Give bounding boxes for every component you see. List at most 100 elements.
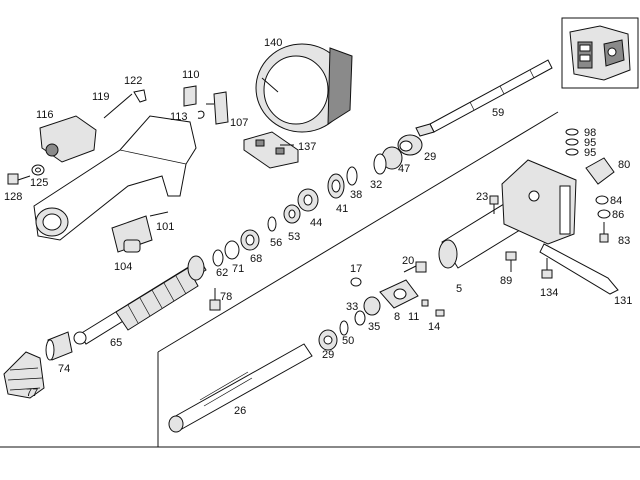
label-26: 26 [234, 405, 246, 417]
part-122-spring-clip [133, 89, 147, 103]
part-95b-washer [565, 148, 579, 156]
label-101: 101 [156, 221, 174, 233]
part-89-bolt [505, 251, 517, 272]
part-80-bracket-piece [585, 157, 615, 185]
label-65: 65 [110, 337, 122, 349]
label-86: 86 [612, 209, 624, 221]
part-35-sleeve [363, 296, 381, 316]
label-47: 47 [398, 163, 410, 175]
label-68: 68 [250, 253, 262, 265]
part-95a-washer [565, 138, 579, 146]
label-74: 74 [58, 363, 70, 375]
label-137: 137 [298, 141, 316, 153]
label-20: 20 [402, 255, 414, 267]
part-17-nut [350, 277, 362, 287]
label-44: 44 [310, 217, 322, 229]
part-110-key-cylinder [183, 85, 197, 107]
label-80: 80 [618, 159, 630, 171]
part-41-washer [327, 173, 345, 199]
label-29b: 29 [322, 349, 334, 361]
label-107: 107 [230, 117, 248, 129]
label-113: 113 [170, 111, 188, 123]
label-35: 35 [368, 321, 380, 333]
part-47-bushing [397, 134, 423, 156]
mounting-bracket [501, 159, 577, 245]
part-107-connector [206, 91, 229, 125]
part-38-spring [346, 166, 358, 186]
label-89: 89 [500, 275, 512, 287]
label-116: 116 [36, 109, 54, 121]
part-113-clip [197, 110, 205, 119]
part-20-bolt [403, 261, 427, 273]
label-33: 33 [346, 301, 358, 313]
label-122: 122 [124, 75, 142, 87]
part-14-screw [435, 309, 445, 317]
label-8: 8 [394, 311, 400, 323]
label-41: 41 [336, 203, 348, 215]
part-33-washer [354, 310, 366, 326]
label-17: 17 [350, 263, 362, 275]
label-77: 77 [26, 387, 38, 399]
label-140: 140 [264, 37, 282, 49]
part-77-boot [3, 351, 45, 399]
label-71: 71 [232, 263, 244, 275]
part-140-lock-housing [255, 43, 353, 133]
label-14: 14 [428, 321, 440, 333]
label-29a: 29 [424, 151, 436, 163]
part-131-bracket-arm [539, 243, 619, 295]
part-128-bolt [7, 173, 31, 185]
label-83: 83 [618, 235, 630, 247]
label-53: 53 [288, 231, 300, 243]
label-128: 128 [4, 191, 22, 203]
diagonal-guide-line [157, 111, 559, 353]
part-71-ring [224, 240, 240, 260]
label-131: 131 [614, 295, 632, 307]
part-101-switch-actuator [111, 211, 169, 253]
part-26-outer-tube [168, 343, 313, 433]
label-98: 98 [584, 127, 596, 139]
label-78: 78 [220, 291, 232, 303]
label-104: 104 [114, 261, 132, 273]
part-78-bolt [209, 288, 221, 311]
label-56: 56 [270, 237, 282, 249]
label-23: 23 [476, 191, 488, 203]
part-116-lock-body [39, 115, 97, 163]
label-84: 84 [610, 195, 622, 207]
part-44-nut [297, 188, 319, 212]
part-68-bearing [240, 229, 260, 251]
part-134-bolt [541, 258, 553, 279]
label-59: 59 [492, 107, 504, 119]
part-56-spring-clip [267, 216, 277, 232]
part-11-screw [421, 299, 429, 307]
label-62: 62 [216, 267, 228, 279]
part-59-steering-shaft [415, 59, 553, 137]
part-137-switch-plate [243, 131, 299, 169]
part-53-nut [283, 204, 301, 224]
label-119: 119 [92, 91, 110, 103]
part-119-pin [103, 93, 133, 119]
label-125: 125 [30, 177, 48, 189]
label-110: 110 [182, 69, 200, 81]
label-11: 11 [408, 311, 419, 323]
steering-column-housing [33, 115, 197, 241]
part-86-washer [597, 209, 611, 219]
part-84-washer [595, 195, 609, 205]
part-65-intermediate-shaft [73, 255, 207, 345]
part-125-washer [31, 164, 45, 176]
part-23-bolt [489, 195, 499, 214]
part-32-washer [373, 153, 387, 175]
inset-detail-box [561, 17, 639, 89]
part-104-bolt [123, 239, 141, 253]
label-38: 38 [350, 189, 362, 201]
part-62-ring [212, 249, 224, 267]
label-95a: 95 [584, 137, 596, 149]
part-50-ring [339, 320, 349, 336]
label-95b: 95 [584, 147, 596, 159]
label-50: 50 [342, 335, 354, 347]
part-8-flange [379, 279, 419, 309]
part-98-washer [565, 128, 579, 136]
part-83-bolt [599, 222, 609, 243]
label-5: 5 [456, 283, 462, 295]
label-32: 32 [370, 179, 382, 191]
